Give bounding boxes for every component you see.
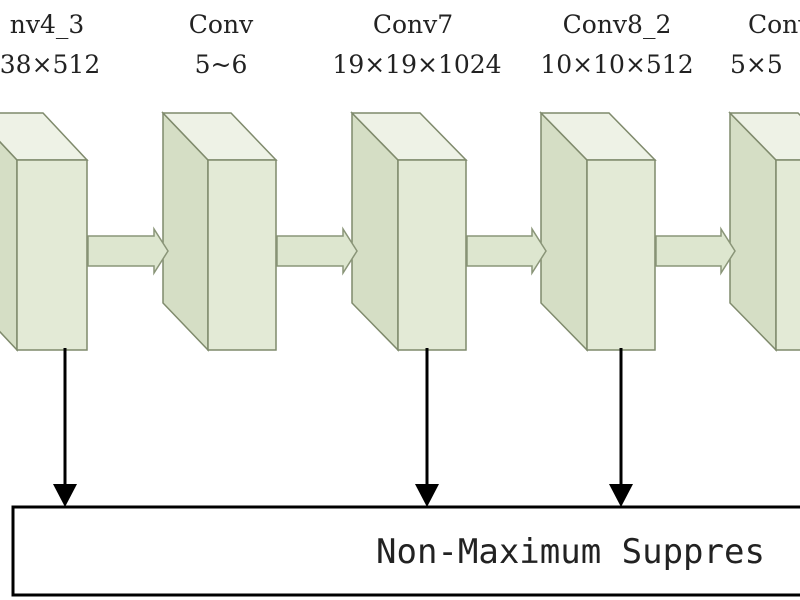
connector-arrow-2 xyxy=(276,226,358,276)
feature-block-2 xyxy=(161,111,278,352)
feature-block-5 xyxy=(728,111,800,352)
layer-3-name: Conv7 xyxy=(373,10,453,39)
block-top-face xyxy=(0,112,89,161)
block-front-face xyxy=(207,159,277,351)
connector-arrow-3 xyxy=(466,226,547,276)
layer-labels: nv4_3 38×512 Conv 5~6 Conv7 19×19×1024 C… xyxy=(0,10,800,79)
feature-block-3 xyxy=(350,111,468,352)
detection-arrow-head xyxy=(415,484,439,507)
block-connectors xyxy=(87,226,736,276)
layer-1-name: nv4_3 xyxy=(10,10,85,39)
layer-2-name: Conv xyxy=(189,10,254,39)
feature-map-blocks xyxy=(0,111,800,352)
detection-arrows xyxy=(53,348,633,507)
detection-arrow-head xyxy=(609,484,633,507)
detection-arrow-3 xyxy=(609,348,633,507)
detection-arrow-2 xyxy=(415,348,439,507)
nms-label: Non-Maximum Suppres xyxy=(376,532,765,572)
detection-arrow-head xyxy=(53,484,77,507)
block-top-face xyxy=(728,112,800,161)
layer-5-size: 5×5 xyxy=(730,50,783,79)
layer-1-size: 38×512 xyxy=(0,50,100,79)
layer-4-name: Conv8_2 xyxy=(563,10,672,39)
block-front-face xyxy=(397,159,467,351)
connector-arrow-1 xyxy=(87,226,169,276)
feature-block-1 xyxy=(0,112,89,352)
nms-box: Non-Maximum Suppres xyxy=(11,505,800,597)
layer-3-size: 19×19×1024 xyxy=(332,50,501,79)
nms-rectangle xyxy=(11,505,800,597)
connector-arrow-4 xyxy=(655,226,736,276)
layer-2-size: 5~6 xyxy=(195,50,248,79)
layer-4-size: 10×10×512 xyxy=(540,50,693,79)
block-front-face xyxy=(16,159,88,351)
detection-arrow-1 xyxy=(53,348,77,507)
feature-block-4 xyxy=(539,111,657,352)
block-front-face xyxy=(586,159,656,351)
layer-5-name: Conv xyxy=(748,10,800,39)
block-front-face xyxy=(775,159,800,351)
